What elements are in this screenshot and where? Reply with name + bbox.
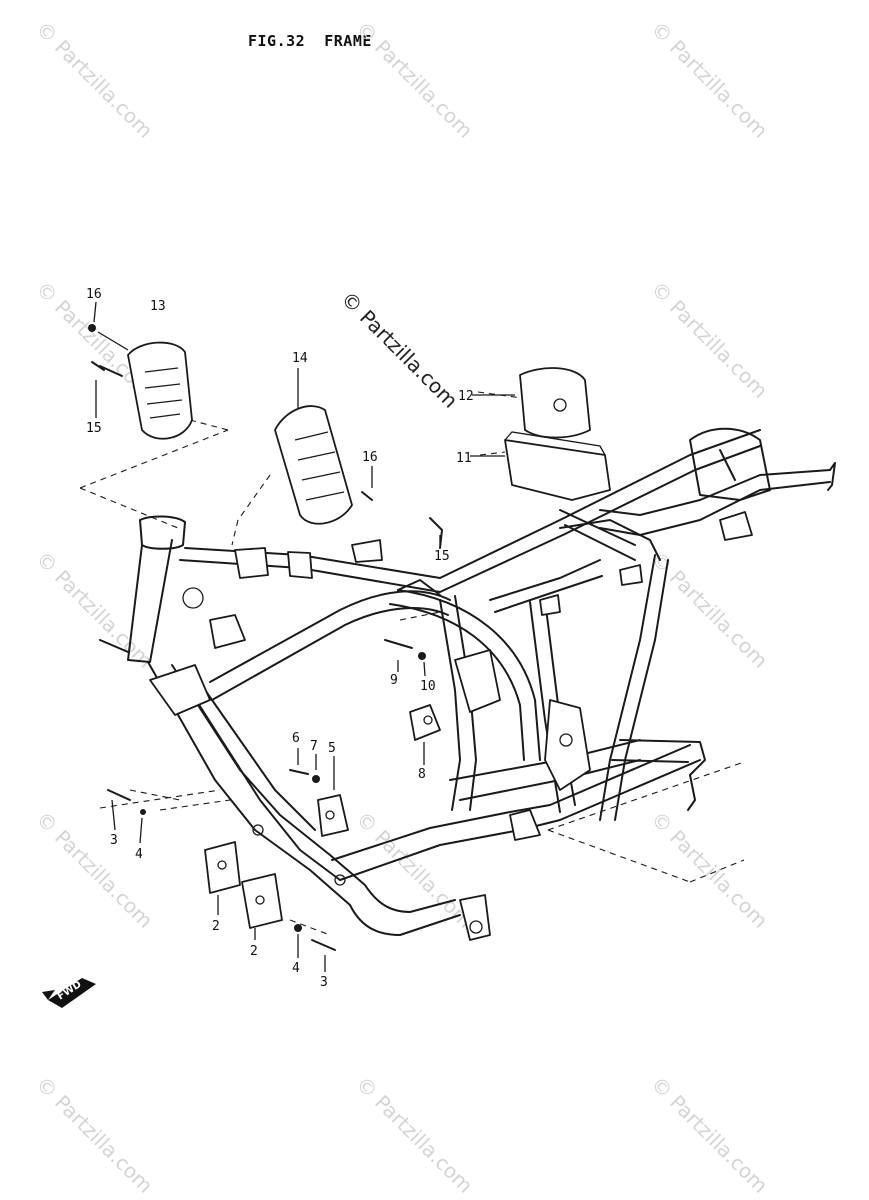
watermark-center: © Partzilla.com	[336, 287, 462, 413]
watermark: © Partzilla.com	[646, 1072, 772, 1198]
callout-3: 3	[320, 975, 328, 990]
callout-8: 8	[418, 767, 426, 782]
watermark: © Partzilla.com	[646, 277, 772, 403]
watermark: © Partzilla.com	[351, 1072, 477, 1198]
frame-brackets	[149, 511, 753, 941]
fasteners-mid	[289, 769, 349, 837]
figure-title: FIG.32 FRAME	[248, 32, 372, 50]
figure-number: FIG.32	[248, 32, 306, 50]
callout-2: 2	[250, 944, 258, 959]
watermark: © Partzilla.com	[646, 17, 772, 143]
frame-main-tubes	[99, 427, 836, 936]
callout-15: 15	[86, 421, 102, 436]
callout-4: 4	[292, 961, 300, 976]
callout-labels: 16 13 15 14 16 12 11 15 9 10 8 6 7 5 3 4…	[86, 287, 474, 990]
fasteners-lower	[107, 789, 336, 951]
callout-6: 6	[292, 731, 300, 746]
leader-dash-lines	[79, 391, 745, 936]
label-leaders	[93, 301, 515, 972]
callout-11: 11	[456, 451, 472, 466]
callout-15: 15	[434, 549, 450, 564]
callout-4: 4	[135, 847, 143, 862]
fasteners-center	[384, 639, 441, 741]
callout-2: 2	[212, 919, 220, 934]
callout-16: 16	[86, 287, 102, 302]
watermark: © Partzilla.com	[351, 17, 477, 143]
fwd-direction-badge: FWD	[42, 978, 96, 1008]
watermark: © Partzilla.com	[646, 807, 772, 933]
callout-14: 14	[292, 351, 308, 366]
callout-16: 16	[362, 450, 378, 465]
watermark-layer: © Partzilla.com © Partzilla.com © Partzi…	[31, 17, 772, 1198]
callout-12: 12	[458, 389, 474, 404]
watermark: © Partzilla.com	[31, 17, 157, 143]
callout-5: 5	[328, 741, 336, 756]
callout-9: 9	[390, 673, 398, 688]
part-14-cover	[274, 405, 443, 549]
callout-13: 13	[150, 299, 166, 314]
figure-name: FRAME	[324, 32, 372, 50]
part-13-cover	[88, 324, 193, 440]
callout-3: 3	[110, 833, 118, 848]
watermark: © Partzilla.com	[646, 547, 772, 673]
watermark: © Partzilla.com	[31, 1072, 157, 1198]
callout-7: 7	[310, 739, 318, 754]
callout-10: 10	[420, 679, 436, 694]
watermark: © Partzilla.com	[31, 807, 157, 933]
part-11-12	[504, 367, 611, 501]
